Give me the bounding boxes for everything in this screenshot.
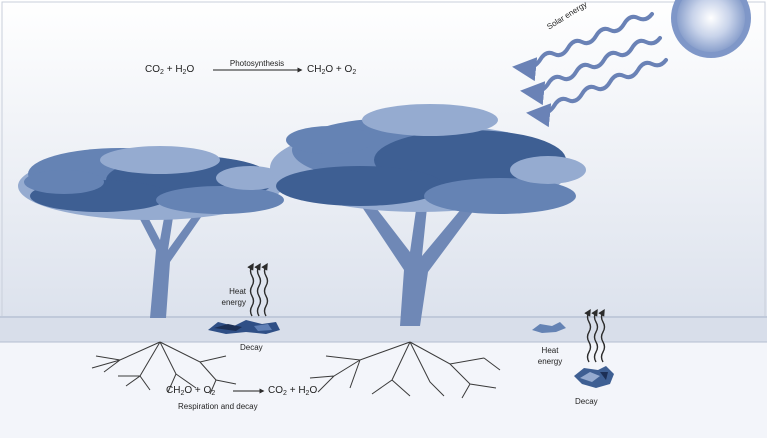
- heat-arrows-right: [584, 308, 606, 363]
- plus-sign: +: [194, 385, 201, 396]
- solar-arrow-2: [520, 36, 662, 106]
- decaying-matter-right-top: [532, 322, 566, 333]
- o2-subscript: 2: [352, 69, 357, 76]
- heat-label-line2: energy: [221, 298, 246, 307]
- ch2o-text: CH: [307, 64, 322, 75]
- co2-subscript: 2: [160, 69, 164, 76]
- left-tree-roots: [91, 341, 237, 395]
- ch2o-subscript: 2: [321, 69, 326, 76]
- respiration-caption: Respiration and decay: [178, 402, 258, 411]
- heat-arrows-left: [247, 262, 269, 317]
- heat-energy-label-left: Heat energy: [212, 286, 246, 308]
- sun-icon: [671, 0, 751, 58]
- decay-label-right: Decay: [575, 397, 598, 406]
- respiration-reactants: CH2O + O2: [166, 385, 215, 400]
- decay-label-left: Decay: [240, 343, 263, 352]
- soil-layer: [0, 342, 767, 438]
- h2o-end: O: [309, 385, 318, 396]
- o2-subscript: 2: [211, 390, 216, 397]
- right-tree-canopy: [270, 104, 586, 214]
- right-tree: [270, 104, 586, 326]
- plus-sign: +: [289, 385, 296, 396]
- h2o-subscript: 2: [182, 69, 187, 76]
- right-tree-roots: [309, 341, 501, 399]
- o2-text: O: [203, 385, 212, 396]
- decaying-matter-right: [574, 366, 614, 388]
- solar-arrow-3: [526, 58, 668, 128]
- heat-label-line1: Heat: [229, 287, 246, 296]
- right-tree-trunk: [360, 196, 480, 326]
- ground-surface: [0, 316, 767, 342]
- left-tree-canopy: [18, 146, 284, 220]
- plus-sign: +: [335, 64, 342, 75]
- photosynthesis-reactants: CO2 + H2O: [145, 64, 194, 79]
- co2-subscript: 2: [283, 390, 287, 397]
- heat-label-line2: energy: [537, 357, 563, 366]
- respiration-products: CO2 + H2O: [268, 385, 317, 400]
- ch2o-subscript: 2: [180, 390, 185, 397]
- left-tree: [18, 146, 284, 318]
- photosynthesis-products: CH2O + O2: [307, 64, 356, 79]
- co2-text: CO: [268, 385, 283, 396]
- heat-energy-label-right: Heat energy: [531, 345, 569, 367]
- o2-text: O: [344, 64, 353, 75]
- plus-sign: +: [166, 64, 173, 75]
- h2o-text: H: [298, 385, 306, 396]
- solar-energy-arrows: [512, 12, 668, 128]
- left-tree-trunk: [130, 196, 206, 318]
- co2-text: CO: [145, 64, 160, 75]
- ch2o-end: O: [184, 385, 193, 396]
- h2o-subscript: 2: [305, 390, 310, 397]
- decaying-matter-left: [208, 320, 280, 334]
- solar-arrow-1: [512, 12, 654, 82]
- photosynthesis-label: Photosynthesis: [229, 59, 285, 68]
- ch2o-end: O: [325, 64, 334, 75]
- h2o-text: H: [175, 64, 183, 75]
- ch2o-text: CH: [166, 385, 181, 396]
- heat-label-line1: Heat: [541, 346, 559, 355]
- h2o-end: O: [186, 64, 195, 75]
